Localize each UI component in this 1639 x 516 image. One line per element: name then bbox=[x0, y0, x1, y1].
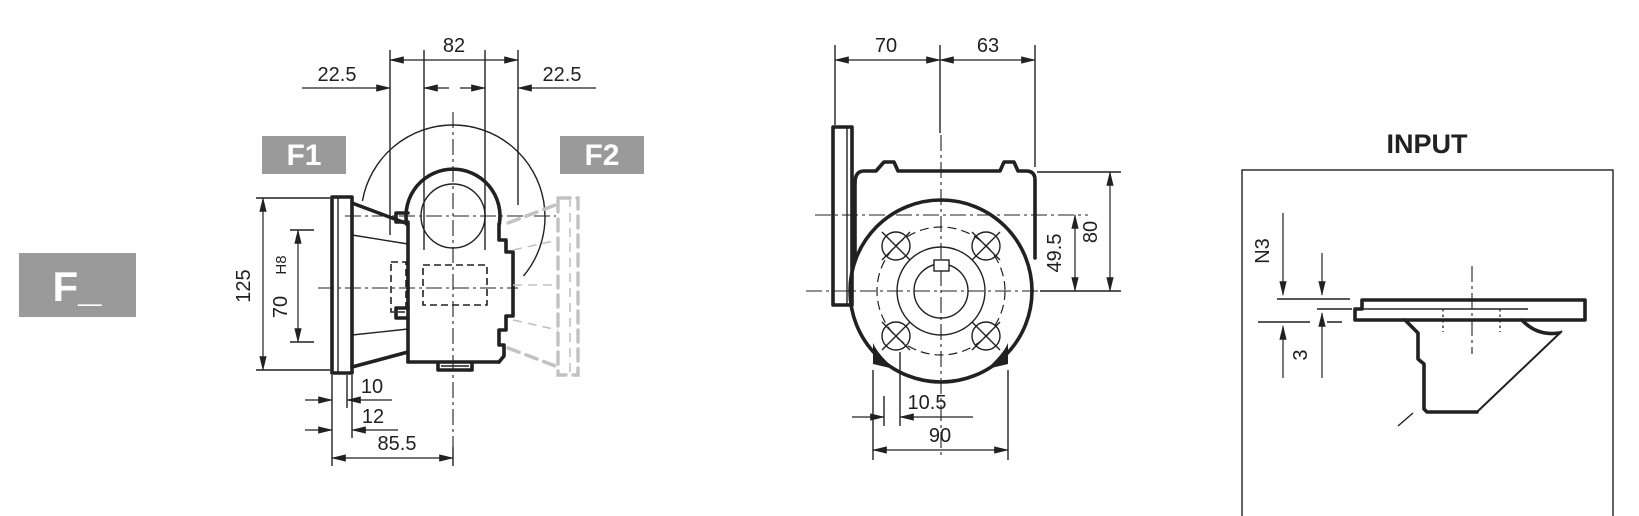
bolt-hole bbox=[971, 231, 1001, 261]
keyway-notch bbox=[933, 259, 950, 272]
dim-shim: 3 bbox=[1279, 253, 1326, 378]
dim-text-22-5-right: 22.5 bbox=[543, 64, 582, 86]
dim-text-90: 90 bbox=[929, 425, 951, 447]
dim-bore: 70 H8 bbox=[270, 228, 314, 344]
input-bell-lip bbox=[1520, 318, 1561, 336]
dim-text-10: 10 bbox=[361, 376, 383, 398]
worm-housing-circle-top bbox=[361, 124, 545, 202]
bolt-hole-crosses bbox=[881, 231, 1001, 351]
flange-plate bbox=[330, 195, 354, 375]
dim-base: 10.5 90 bbox=[852, 352, 1010, 460]
input-bell-diagonal bbox=[1476, 330, 1563, 413]
phantom-ribs bbox=[512, 198, 571, 375]
dim-heights: 49.5 80 bbox=[1037, 170, 1121, 293]
dim-text-h8: H8 bbox=[273, 255, 290, 274]
input-hub-foot-line bbox=[1397, 412, 1414, 427]
bell-housing-outline bbox=[350, 201, 410, 369]
dim-text-22-5-left: 22.5 bbox=[318, 64, 357, 86]
side-view: 82 22.5 22.5 125 70 H8 10 bbox=[233, 35, 596, 466]
body-bottom-and-foot bbox=[406, 360, 501, 372]
dim-depths: 70 63 bbox=[833, 35, 1037, 167]
hidden-bore-rect bbox=[390, 261, 407, 313]
dim-text-n3: N3 bbox=[1252, 238, 1274, 264]
dim-text-70: 70 bbox=[875, 35, 897, 57]
input-hub-outline bbox=[1403, 318, 1479, 414]
dim-text-10-5: 10.5 bbox=[908, 392, 947, 414]
input-extension-lines bbox=[1258, 298, 1352, 323]
input-view: INPUT N3 3 bbox=[1241, 129, 1614, 516]
variant-label: F_ bbox=[19, 253, 136, 317]
dim-text-80: 80 bbox=[1080, 221, 1102, 243]
dim-plate-thickness: 12 bbox=[305, 406, 398, 434]
mount-foot-left bbox=[873, 343, 894, 369]
flange2-label-box bbox=[560, 136, 644, 174]
input-flange-plate-section bbox=[1353, 298, 1587, 322]
dim-text-63: 63 bbox=[977, 35, 999, 57]
dim-extension-lines-front-top bbox=[834, 45, 1036, 167]
dim-right-offset: 22.5 bbox=[460, 64, 596, 92]
bell-housing-ribs bbox=[351, 234, 409, 336]
dim-text-125: 125 bbox=[233, 269, 255, 302]
dim-text-12: 12 bbox=[362, 406, 384, 428]
front-view: 70 63 49.5 80 10.5 90 bbox=[806, 35, 1121, 460]
bolt-holes bbox=[881, 231, 1001, 351]
flange-option-1-label: F1 bbox=[262, 136, 346, 174]
dim-text-49-5: 49.5 bbox=[1044, 234, 1066, 273]
dim-face-to-axis: 85.5 bbox=[330, 433, 455, 462]
mount-foot-right bbox=[987, 343, 1008, 369]
input-view-border bbox=[1241, 169, 1614, 516]
dim-flange-height: 125 bbox=[233, 196, 330, 372]
dim-lip-thickness: 10 bbox=[305, 375, 454, 466]
phantom-bell-outline bbox=[506, 202, 560, 369]
dim-text-70: 70 bbox=[270, 296, 292, 318]
housing-top-hat bbox=[853, 160, 1037, 260]
variant-label-box bbox=[19, 253, 136, 317]
dim-extension-lines-125 bbox=[256, 197, 330, 371]
bolt-hole bbox=[881, 321, 911, 351]
dim-overall-width: 82 bbox=[388, 35, 520, 250]
flange1-label-box bbox=[262, 136, 346, 174]
phantom-plate bbox=[556, 196, 580, 377]
dim-text-82: 82 bbox=[443, 35, 465, 57]
phantom-f2-flange bbox=[506, 196, 580, 377]
dim-text-85-5: 85.5 bbox=[378, 433, 417, 455]
flange-option-2-label: F2 bbox=[560, 136, 644, 174]
body-right-steps bbox=[497, 222, 515, 364]
input-boss-arc bbox=[404, 167, 502, 226]
pilot-circle bbox=[896, 246, 986, 336]
variant-label-text: F_ bbox=[52, 263, 102, 310]
input-view-title: INPUT bbox=[1387, 129, 1469, 159]
bolt-hole bbox=[881, 231, 911, 261]
bolt-circle bbox=[876, 226, 1006, 356]
dim-extension-lines-70h8 bbox=[290, 229, 314, 343]
dim-extension-lines-top bbox=[389, 50, 519, 250]
housing-circle bbox=[848, 198, 1034, 384]
dim-left-offset: 22.5 bbox=[302, 64, 449, 92]
dim-text-3: 3 bbox=[1290, 349, 1312, 360]
body-left-lugs bbox=[394, 211, 410, 320]
bolt-hole bbox=[971, 321, 1001, 351]
dim-roughness: N3 bbox=[1252, 213, 1352, 323]
hidden-hole-lines bbox=[1442, 309, 1501, 332]
flange2-label-text: F2 bbox=[584, 139, 619, 172]
flange1-label-text: F1 bbox=[286, 139, 321, 172]
hidden-cavity-rect bbox=[422, 264, 488, 306]
dim-extension-lines-bottom bbox=[331, 375, 454, 466]
front-flange-plate bbox=[831, 125, 854, 307]
